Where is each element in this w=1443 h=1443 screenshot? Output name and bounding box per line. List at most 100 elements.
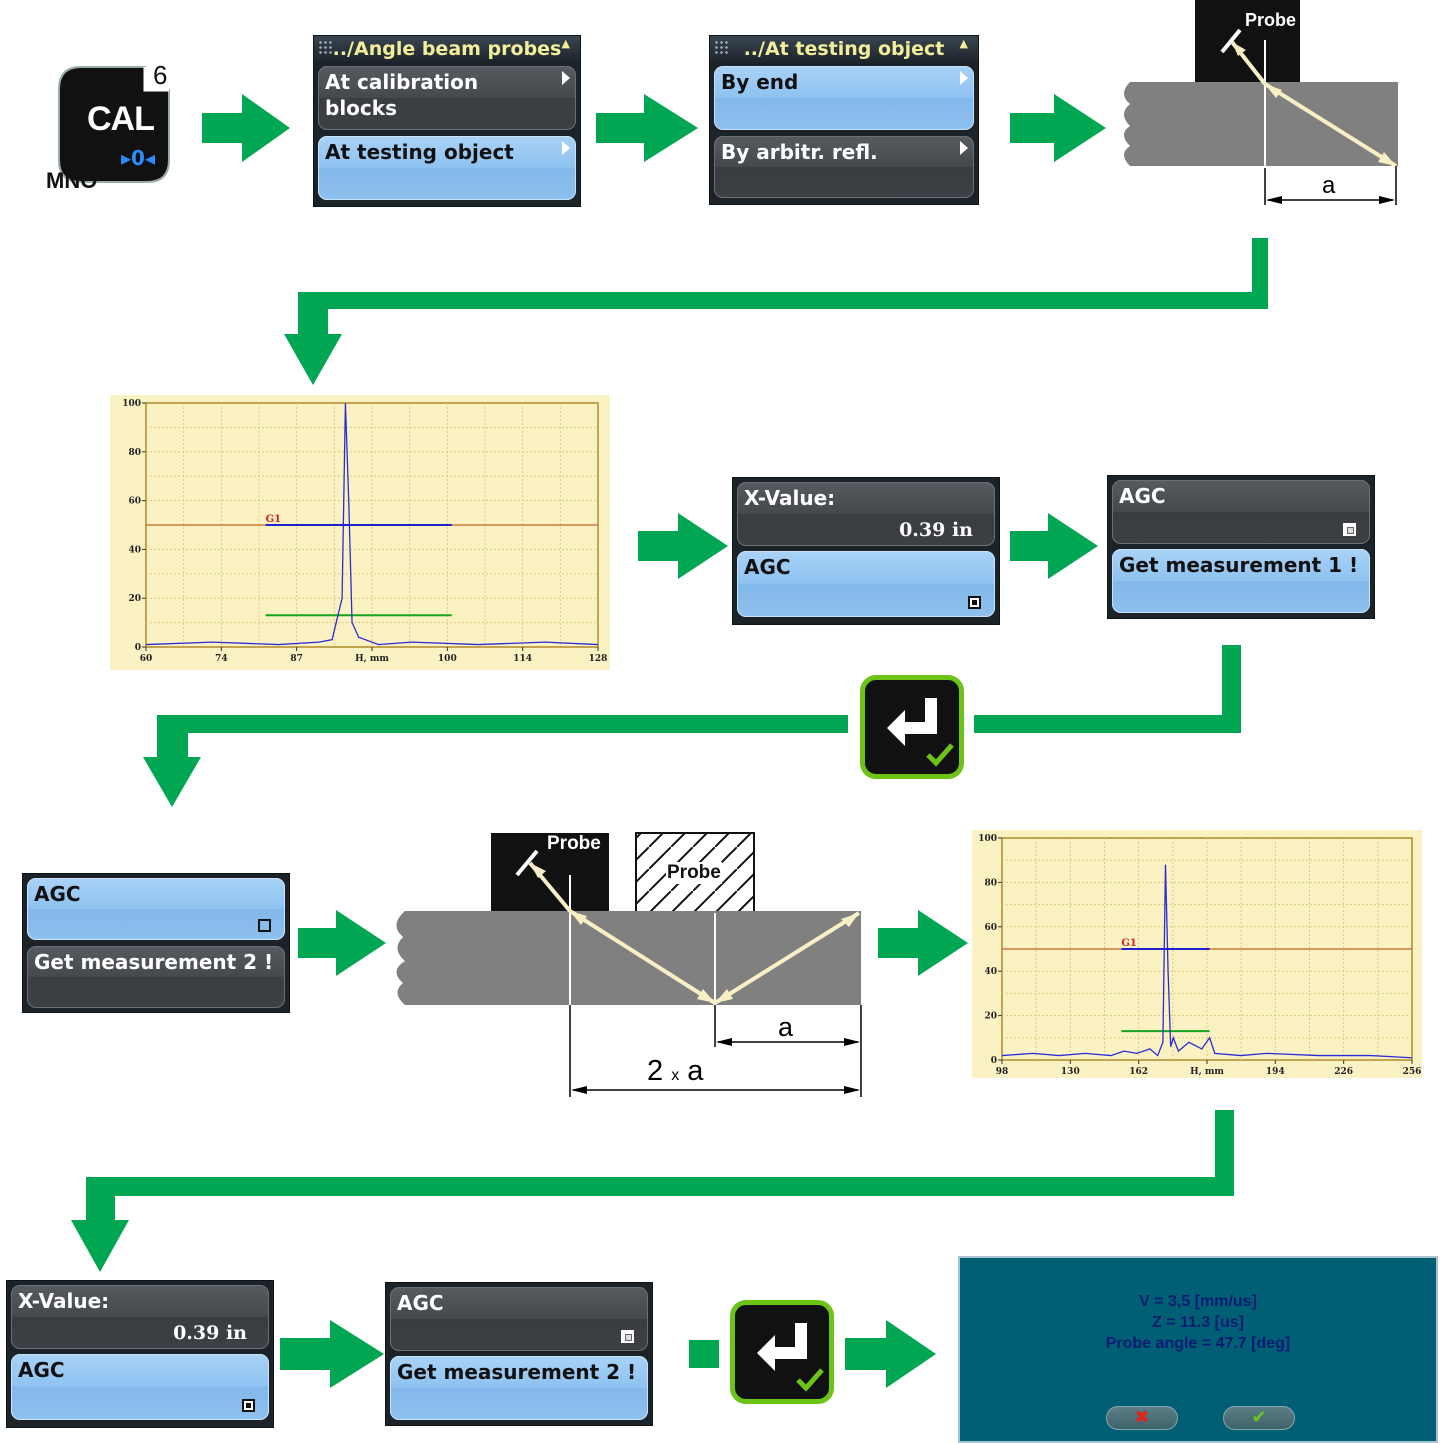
- scroll-up-icon: ▲: [561, 37, 570, 50]
- y-tick-label: 20: [984, 1012, 997, 1022]
- x-tick-label: 256: [1403, 1067, 1422, 1077]
- submenu-arrow-icon: [562, 141, 570, 155]
- submenu-arrow-icon: [960, 141, 968, 155]
- cal-key-label: CAL: [87, 100, 155, 138]
- agc-checkbox-icon[interactable]: [621, 1330, 634, 1343]
- xvalue-field[interactable]: X-Value: 0.39 in: [11, 1285, 269, 1349]
- ok-button[interactable]: ✔: [1223, 1406, 1295, 1430]
- grip-icon: [714, 40, 728, 54]
- submenu-arrow-icon: [960, 71, 968, 85]
- agc-toggle[interactable]: AGC: [11, 1354, 269, 1420]
- gate-g1-label: G1: [1121, 938, 1137, 949]
- agc-toggle[interactable]: AGC: [390, 1287, 648, 1351]
- probe-label: Probe: [1245, 10, 1297, 30]
- xvalue-value: 0.39 in: [899, 519, 973, 541]
- x-tick-label: 98: [996, 1067, 1009, 1077]
- flow-arrow-right: [298, 910, 386, 976]
- x-tick-label: 128: [589, 654, 608, 664]
- x-tick-label: 194: [1266, 1067, 1285, 1077]
- probe-angle-result: Probe angle = 47.7 [deg]: [1105, 1335, 1291, 1352]
- agc-toggle[interactable]: AGC: [737, 551, 995, 617]
- cal-key[interactable]: CAL 6 ▸0◂: [55, 60, 180, 187]
- menu-title: ../At testing object ▲: [710, 36, 978, 62]
- get-measurement-1-button[interactable]: Get measurement 1 !: [1112, 549, 1370, 613]
- xvalue-panel-2: X-Value: 0.39 in AGC: [6, 1280, 274, 1428]
- probe-label: Probe: [547, 833, 601, 854]
- x-tick-label: H, mm: [1190, 1067, 1224, 1077]
- xvalue-panel-1: X-Value: 0.39 in AGC: [732, 477, 1000, 625]
- agc-checkbox-icon[interactable]: [1343, 523, 1356, 536]
- cal-key-zero-symbol: ▸0◂: [121, 146, 155, 170]
- x-tick-label: 74: [215, 654, 228, 664]
- dimension-a-label: a: [778, 1012, 794, 1042]
- menu-item-by-end[interactable]: By end: [714, 66, 974, 130]
- menu-item-at-calibration-blocks[interactable]: At calibration blocks: [318, 66, 576, 130]
- probe-diagram-two-positions: Probe Probe a 2 x a: [385, 825, 875, 1100]
- flow-arrow-right: [1010, 513, 1098, 579]
- check-icon: [926, 743, 954, 767]
- cal-key-icon: [58, 66, 170, 183]
- agc-toggle[interactable]: AGC: [27, 878, 285, 940]
- agc-checkbox-icon[interactable]: [258, 919, 271, 932]
- flow-arrow-right: [280, 1320, 384, 1388]
- result-dialog: V = 3,5 [mm/us] Z = 11.3 [us] Probe angl…: [958, 1256, 1438, 1443]
- flow-arrow-right: [845, 1320, 936, 1388]
- x-tick-label: 114: [513, 654, 532, 664]
- flow-arrow-group: [71, 94, 1268, 1388]
- menu-title: ../Angle beam probes ▲: [314, 36, 580, 62]
- y-tick-label: 80: [128, 448, 141, 458]
- dimension-a-label: a: [1322, 172, 1336, 199]
- gate-g1-label: G1: [266, 514, 282, 525]
- menu-angle-beam-probes: ../Angle beam probes ▲ At calibration bl…: [313, 35, 581, 207]
- check-icon: ✔: [1251, 1407, 1267, 1428]
- agc-toggle[interactable]: AGC: [1112, 480, 1370, 544]
- enter-key-1[interactable]: [860, 675, 964, 779]
- x-tick-label: H, mm: [355, 654, 389, 664]
- menu-item-by-arbitrary-reflector[interactable]: By arbitr. refl.: [714, 136, 974, 198]
- agc-checkbox-icon[interactable]: [242, 1399, 255, 1412]
- scroll-up-icon: ▲: [959, 37, 968, 50]
- flow-arrow-right: [638, 513, 728, 579]
- delay-result: Z = 11.3 [us]: [1151, 1314, 1245, 1331]
- grip-icon: [318, 40, 332, 54]
- menu-at-testing-object: ../At testing object ▲ By end By arbitr.…: [709, 35, 979, 205]
- submenu-arrow-icon: [562, 71, 570, 85]
- y-tick-label: 100: [978, 834, 997, 844]
- velocity-result: V = 3,5 [mm/us]: [1139, 1293, 1257, 1310]
- x-tick-label: 162: [1129, 1067, 1148, 1077]
- check-icon: [796, 1368, 824, 1392]
- flow-arrow-right: [202, 94, 290, 162]
- y-tick-label: 40: [128, 545, 141, 555]
- y-tick-label: 60: [128, 497, 141, 507]
- dimension-2a-label: 2 x a: [647, 1055, 704, 1087]
- flow-connector: [143, 715, 848, 807]
- y-tick-label: 20: [128, 594, 141, 604]
- menu-item-at-testing-object[interactable]: At testing object: [318, 136, 576, 200]
- probe-diagram-end: Probe a: [1112, 0, 1412, 215]
- agc-checkbox-icon[interactable]: [968, 596, 981, 609]
- get-measurement-2-button[interactable]: Get measurement 2 !: [390, 1356, 648, 1420]
- y-tick-label: 80: [984, 878, 997, 888]
- agc-panel-3: AGC Get measurement 2 !: [385, 1282, 653, 1426]
- flow-arrow-right: [878, 910, 968, 976]
- agc-panel-1: AGC Get measurement 1 !: [1107, 475, 1375, 619]
- flow-segment: [689, 1340, 719, 1368]
- get-measurement-2-button[interactable]: Get measurement 2 !: [27, 946, 285, 1008]
- x-tick-label: 100: [438, 654, 457, 664]
- ascan-signal-line: [1001, 864, 1413, 1059]
- agc-panel-2: AGC Get measurement 2 !: [22, 873, 290, 1013]
- xvalue-value: 0.39 in: [173, 1322, 247, 1344]
- y-tick-label: 40: [984, 967, 997, 977]
- y-tick-label: 100: [122, 399, 141, 409]
- xvalue-field[interactable]: X-Value: 0.39 in: [737, 482, 995, 546]
- enter-icon: [887, 698, 937, 746]
- enter-key-2[interactable]: [730, 1300, 834, 1404]
- enter-icon: [757, 1323, 807, 1371]
- cancel-button[interactable]: ✖: [1106, 1406, 1178, 1430]
- y-tick-label: 0: [991, 1056, 997, 1066]
- y-tick-label: 0: [135, 643, 141, 653]
